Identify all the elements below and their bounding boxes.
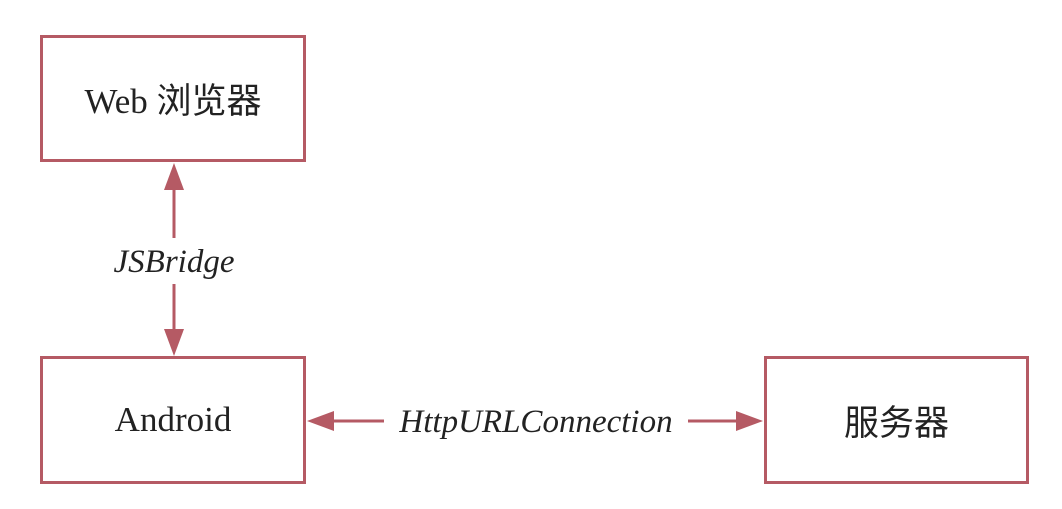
httpurlconnection-label: HttpURLConnection [398, 404, 672, 440]
arrow-down-icon [164, 329, 184, 356]
arrow-right-icon [736, 411, 763, 431]
arrow-left-icon [307, 411, 334, 431]
server-node: 服务器 [764, 356, 1029, 484]
web-browser-label: Web 浏览器 [84, 82, 262, 121]
android-label: Android [114, 400, 232, 439]
httpurlconnection-connector: HttpURLConnection [307, 404, 763, 440]
web-browser-node: Web 浏览器 [40, 35, 306, 162]
arrow-up-icon [164, 163, 184, 190]
server-label: 服务器 [843, 403, 949, 443]
android-node: Android [40, 356, 306, 484]
jsbridge-label: JSBridge [114, 244, 235, 280]
jsbridge-connector: JSBridge [114, 163, 235, 356]
